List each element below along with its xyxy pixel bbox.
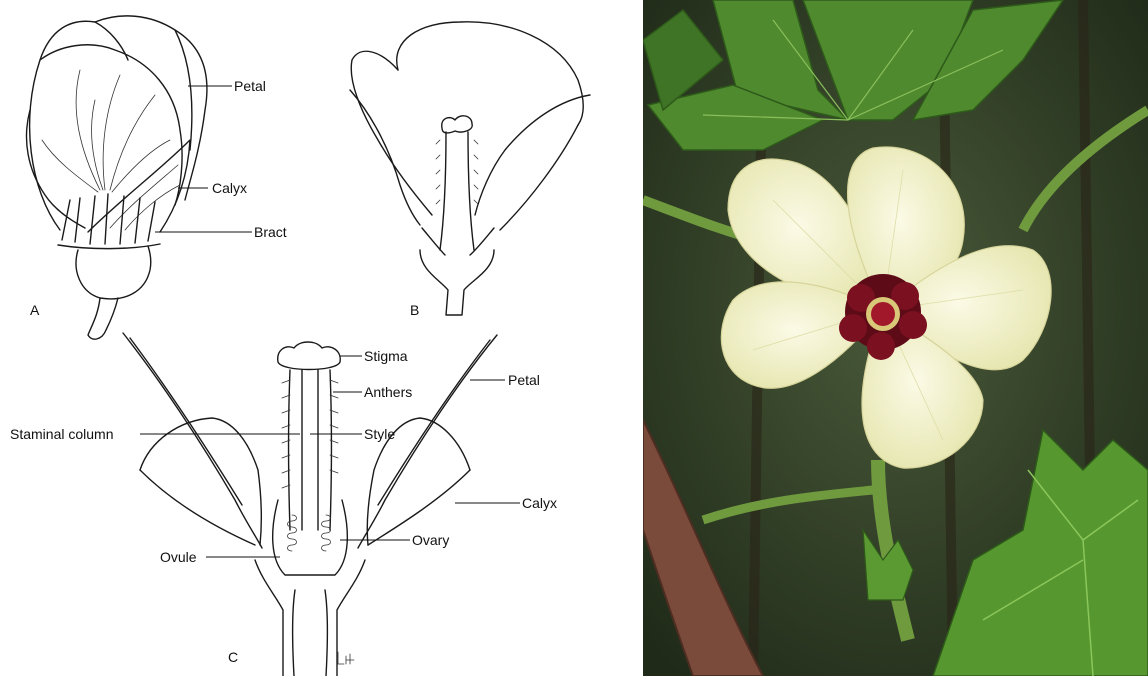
flower-diagram-panel: Petal Calyx Bract A B bbox=[0, 0, 640, 676]
artist-signature-mark bbox=[338, 652, 354, 664]
figure-letter-b: B bbox=[410, 302, 419, 318]
label-ovary: Ovary bbox=[412, 532, 449, 548]
flower-diagram: Petal Calyx Bract A B bbox=[0, 0, 640, 676]
label-petal-c: Petal bbox=[508, 372, 540, 388]
label-stigma: Stigma bbox=[364, 348, 408, 364]
stigma-head bbox=[871, 302, 895, 326]
figure-c-section: Stigma Anthers Petal Staminal column Sty… bbox=[10, 333, 557, 676]
label-style: Style bbox=[364, 426, 395, 442]
label-calyx-a: Calyx bbox=[212, 180, 247, 196]
label-staminal-column: Staminal column bbox=[10, 426, 114, 442]
okra-flower-photo bbox=[643, 0, 1148, 676]
label-calyx-c: Calyx bbox=[522, 495, 557, 511]
figure-b-section: B bbox=[350, 22, 590, 318]
label-bract-a: Bract bbox=[254, 224, 287, 240]
figure-letter-c: C bbox=[228, 649, 238, 665]
figure-letter-a: A bbox=[30, 302, 40, 318]
label-ovule: Ovule bbox=[160, 549, 197, 565]
figure-a-flower: Petal Calyx Bract A bbox=[26, 16, 286, 339]
okra-flower-illustration bbox=[643, 0, 1148, 676]
label-petal-a: Petal bbox=[234, 78, 266, 94]
label-anthers: Anthers bbox=[364, 384, 412, 400]
